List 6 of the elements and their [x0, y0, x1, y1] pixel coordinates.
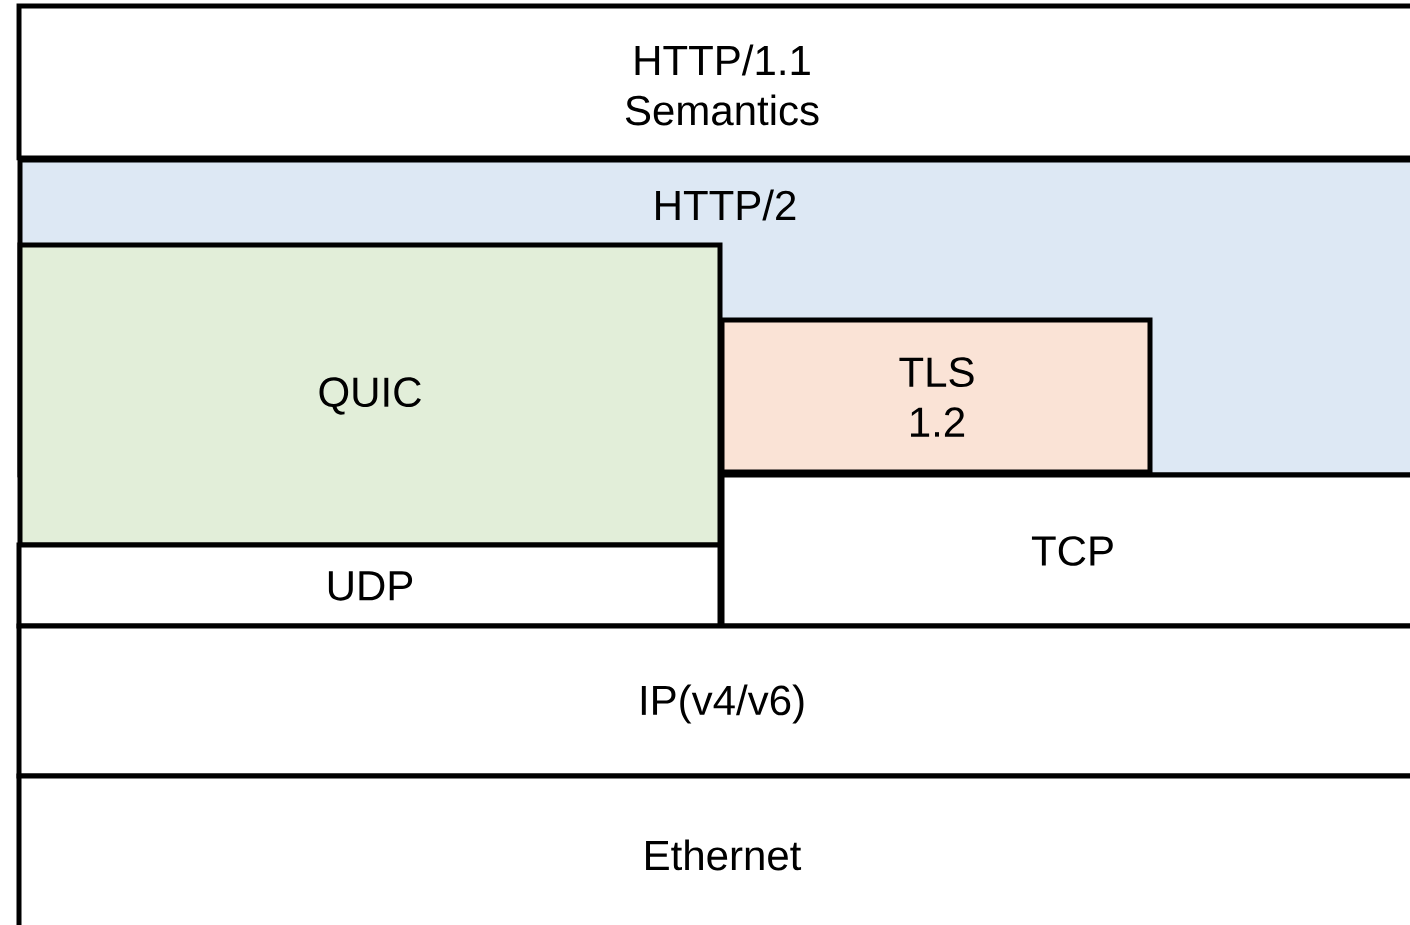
layer-box: TCP — [719, 472, 1410, 629]
layer-box: HTTP/1.1 Semantics — [16, 3, 1410, 161]
layer-box: TLS 1.2 — [719, 317, 1153, 475]
layer-box: UDP — [16, 542, 723, 629]
layer-box: QUIC — [17, 242, 723, 548]
layer-box: Ethernet — [16, 773, 1410, 925]
